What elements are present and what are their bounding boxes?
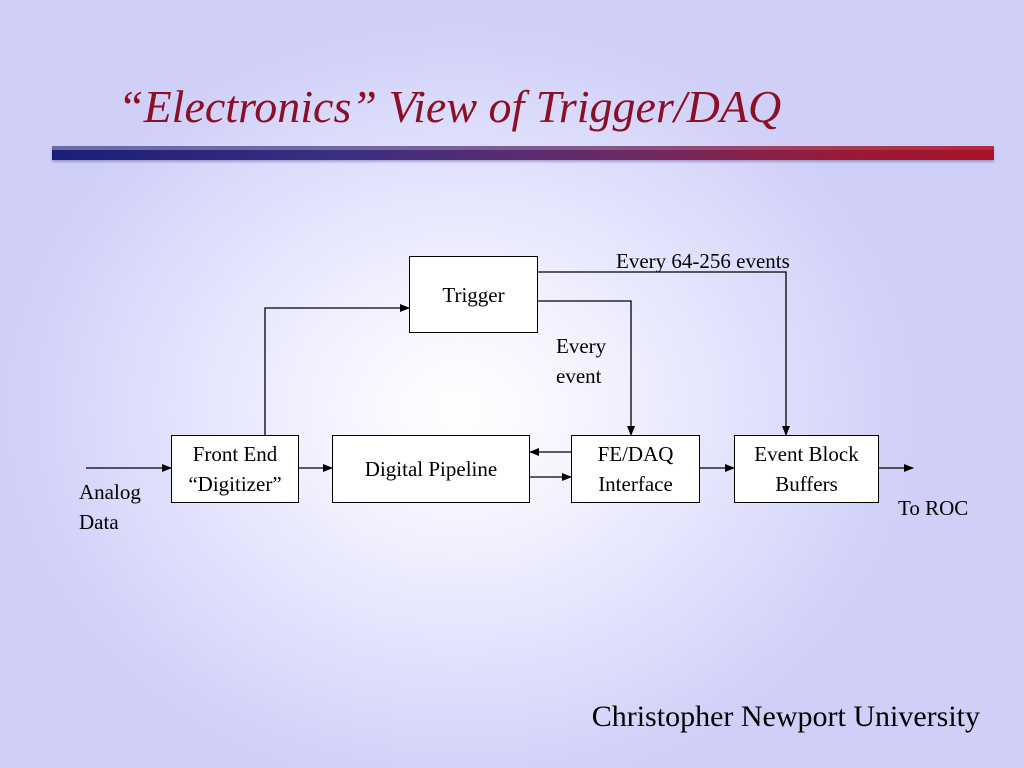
event-block-buffers-block: Event Block Buffers xyxy=(734,435,879,503)
analog-data-label: Analog Data xyxy=(79,480,141,534)
title-underline-bar xyxy=(52,146,994,160)
slide-title: “Electronics” View of Trigger/DAQ xyxy=(118,81,782,132)
trigger-block: Trigger xyxy=(409,256,538,333)
digital-pipeline-block: Digital Pipeline xyxy=(332,435,530,503)
footer-university: Christopher Newport University xyxy=(591,700,980,733)
trigger-to-fedaq-arrow xyxy=(538,300,635,436)
fe-daq-interface-block: FE/DAQ Interface xyxy=(571,435,700,503)
to-roc-label: To ROC xyxy=(898,496,969,520)
trigger-to-eventblock-arrow xyxy=(538,271,790,436)
every-64-256-events-label: Every 64-256 events xyxy=(616,249,790,273)
front-end-digitizer-block: Front End “Digitizer” xyxy=(171,435,299,503)
frontend-to-trigger-arrow xyxy=(264,304,410,435)
every-event-label: Every event xyxy=(556,334,607,388)
